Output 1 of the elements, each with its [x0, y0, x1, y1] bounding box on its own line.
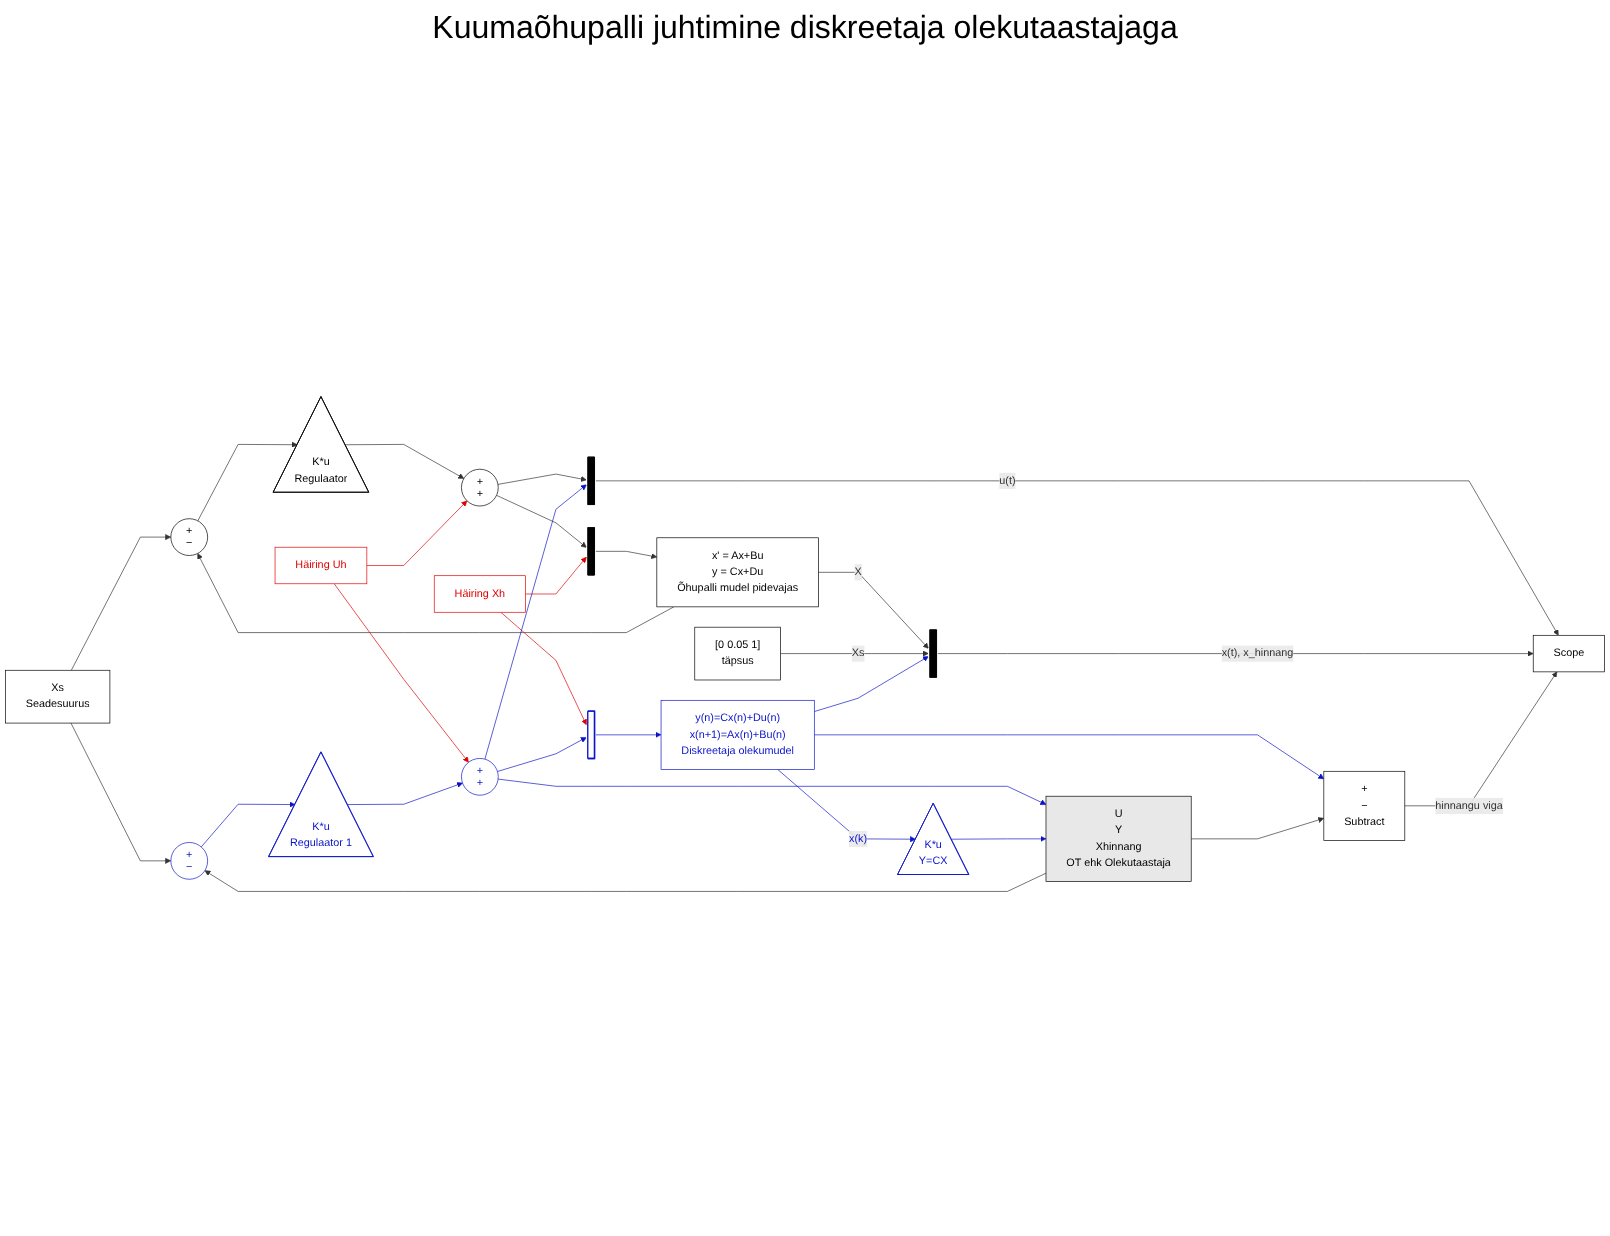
diagram-title: Kuumaõhupalli juhtimine diskreetaja olekutaastajaga [432, 12, 1178, 48]
